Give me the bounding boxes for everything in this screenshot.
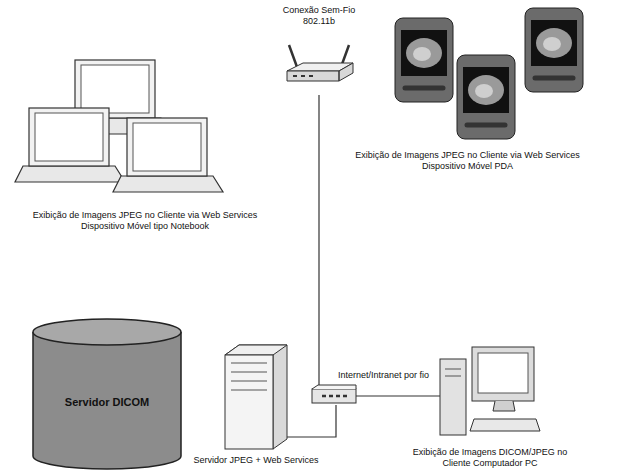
notebook-group-drawing <box>15 60 215 205</box>
pda-group: Exibição de Imagens JPEG no Cliente via … <box>385 0 595 145</box>
brain-detail <box>413 47 431 61</box>
pda-icon <box>525 8 583 92</box>
notebook-lid <box>127 118 207 176</box>
tower-front <box>225 355 273 449</box>
router-body <box>287 63 353 81</box>
monitor-stand <box>493 401 515 411</box>
pc-tower-bays <box>445 369 461 376</box>
pda-screen <box>531 20 577 66</box>
brain-detail <box>475 84 493 98</box>
device-caption: Exibição de Imagens JPEG no Cliente via … <box>350 150 585 172</box>
dicom-server-drawing <box>32 318 182 470</box>
network-link <box>356 395 440 396</box>
pc-computer: Exibição de Imagens DICOM/JPEG no Client… <box>440 345 540 445</box>
pda-screen <box>401 30 447 76</box>
pda-buttons <box>535 76 573 81</box>
pda-body <box>525 8 583 92</box>
notebook-lid <box>29 108 109 166</box>
router-leds <box>293 75 313 77</box>
network-hub-drawing <box>312 385 356 405</box>
notebook-screen <box>81 65 149 113</box>
notebook-screen <box>133 123 201 171</box>
brain-image <box>468 75 504 105</box>
dicom-server: Servidor DICOM <box>32 318 182 470</box>
pc-tower <box>440 359 466 435</box>
pda-body <box>457 55 515 139</box>
hub-ports <box>322 395 347 398</box>
pda-screen <box>463 67 509 113</box>
monitor-screen <box>478 353 528 393</box>
tower-side <box>225 345 287 449</box>
device-caption: Servidor JPEG + Web Services <box>165 455 347 466</box>
jpeg-server: Servidor JPEG + Web Services <box>225 345 287 450</box>
brain-image <box>406 38 442 68</box>
pc-computer-drawing <box>440 345 540 445</box>
pda-body <box>395 18 453 102</box>
notebook-base <box>15 166 125 182</box>
brain-detail <box>543 37 561 51</box>
pda-buttons <box>467 123 505 128</box>
device-caption: Conexão Sem-Fio 802.11b <box>269 5 369 27</box>
wireless-router: Conexão Sem-Fio 802.11b <box>283 45 355 95</box>
monitor <box>472 347 534 401</box>
notebook-screen <box>35 113 103 161</box>
pda-icon <box>457 55 515 139</box>
pda-icon <box>395 18 453 102</box>
network-hub: Internet/Intranet por fio <box>312 385 356 405</box>
tower-top <box>225 345 287 355</box>
notebook-group: Exibição de Imagens JPEG no Cliente via … <box>15 60 215 205</box>
notebook-icon <box>15 108 125 182</box>
hub-top <box>312 385 356 389</box>
device-caption: Exibição de Imagens JPEG no Cliente via … <box>20 210 270 232</box>
notebook-icon <box>113 118 223 192</box>
brain-image <box>536 28 572 58</box>
hub-body <box>312 389 356 403</box>
cylinder-top <box>33 319 181 345</box>
device-caption: Exibição de Imagens DICOM/JPEG no Client… <box>405 447 575 469</box>
notebook-base <box>113 176 223 192</box>
node-label: Servidor DICOM <box>65 396 149 409</box>
pda-buttons <box>405 86 443 91</box>
wireless-router-drawing <box>283 45 355 95</box>
keyboard <box>470 419 540 431</box>
jpeg-server-drawing <box>225 345 287 450</box>
pda-group-drawing <box>385 0 595 145</box>
drive-bays <box>231 363 267 390</box>
network-link <box>287 405 336 437</box>
network-link <box>318 95 319 385</box>
cylinder-body <box>33 332 181 469</box>
device-caption: Internet/Intranet por fio <box>338 370 429 381</box>
